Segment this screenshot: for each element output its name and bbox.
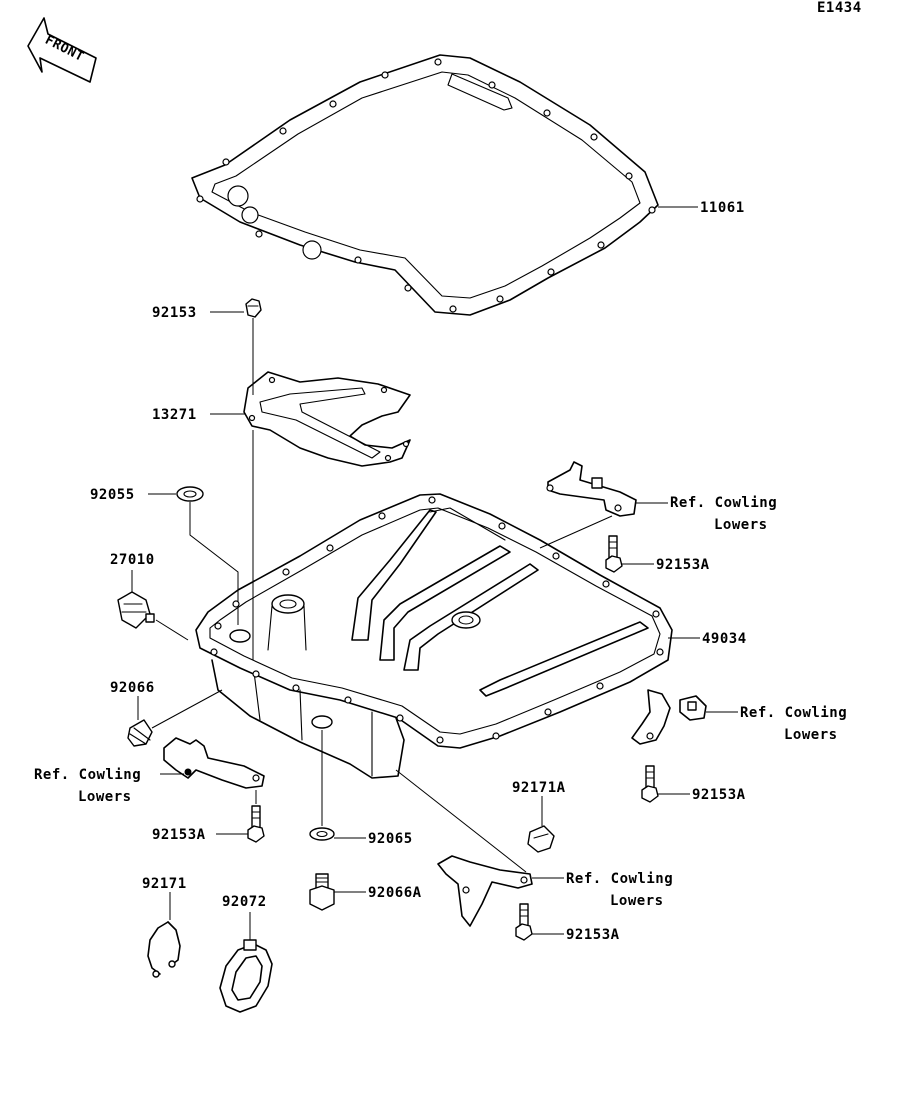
callout-92171: 92171 — [142, 876, 187, 892]
callout-92153a-bottom: 92153A — [566, 927, 620, 943]
callout-92066: 92066 — [110, 680, 155, 696]
callout-49034: 49034 — [702, 631, 747, 647]
cowling-bracket-bottom — [437, 855, 533, 927]
callout-13271: 13271 — [152, 407, 197, 423]
callout-92171a: 92171A — [512, 780, 566, 796]
oil-pan-gasket — [191, 54, 659, 316]
ref-upper-right-line1: Ref. Cowling — [670, 495, 777, 511]
callout-92065: 92065 — [368, 831, 413, 847]
oil-pressure-switch — [117, 591, 155, 629]
callout-11061: 11061 — [700, 200, 745, 216]
drain-plug-92066a — [309, 873, 335, 911]
gasket-92065 — [309, 827, 335, 841]
cowling-bracket-upper-right — [546, 461, 637, 517]
band-92072 — [219, 939, 273, 1013]
cowling-bracket-left — [163, 737, 265, 789]
oil-pan — [195, 493, 673, 779]
callout-92153a-upper-right: 92153A — [656, 557, 710, 573]
callout-92153a-right: 92153A — [692, 787, 746, 803]
ref-upper-right-line2: Lowers — [714, 517, 768, 533]
front-label: FRONT — [42, 33, 86, 65]
diagram-code: E1434 — [817, 0, 862, 16]
callout-92072: 92072 — [222, 894, 267, 910]
callout-92153: 92153 — [152, 305, 197, 321]
plug-92066 — [127, 719, 153, 747]
bolt-92153a-right — [641, 765, 659, 803]
callout-92153a-left: 92153A — [152, 827, 206, 843]
ref-bottom-line1: Ref. Cowling — [566, 871, 673, 887]
cowling-bracket-right — [631, 689, 707, 745]
ref-right-line1: Ref. Cowling — [740, 705, 847, 721]
bolt-92153a-upper-right — [605, 535, 623, 573]
bolt-92153a-bottom — [515, 903, 533, 941]
ref-left-line2: Lowers — [78, 789, 132, 805]
front-direction-arrow-icon: FRONT — [27, 17, 97, 83]
ref-right-line2: Lowers — [784, 727, 838, 743]
ref-bottom-line2: Lowers — [610, 893, 664, 909]
callout-27010: 27010 — [110, 552, 155, 568]
callout-92066a: 92066A — [368, 885, 422, 901]
washer-92055 — [176, 486, 204, 502]
clamp-92171a — [527, 825, 555, 853]
hose-clamp-92171 — [147, 921, 181, 978]
ref-left-line1: Ref. Cowling — [34, 767, 141, 783]
bolt-92153 — [245, 298, 262, 318]
baffle-plate — [243, 371, 411, 467]
callout-92055: 92055 — [90, 487, 135, 503]
bolt-92153a-left — [247, 805, 265, 843]
